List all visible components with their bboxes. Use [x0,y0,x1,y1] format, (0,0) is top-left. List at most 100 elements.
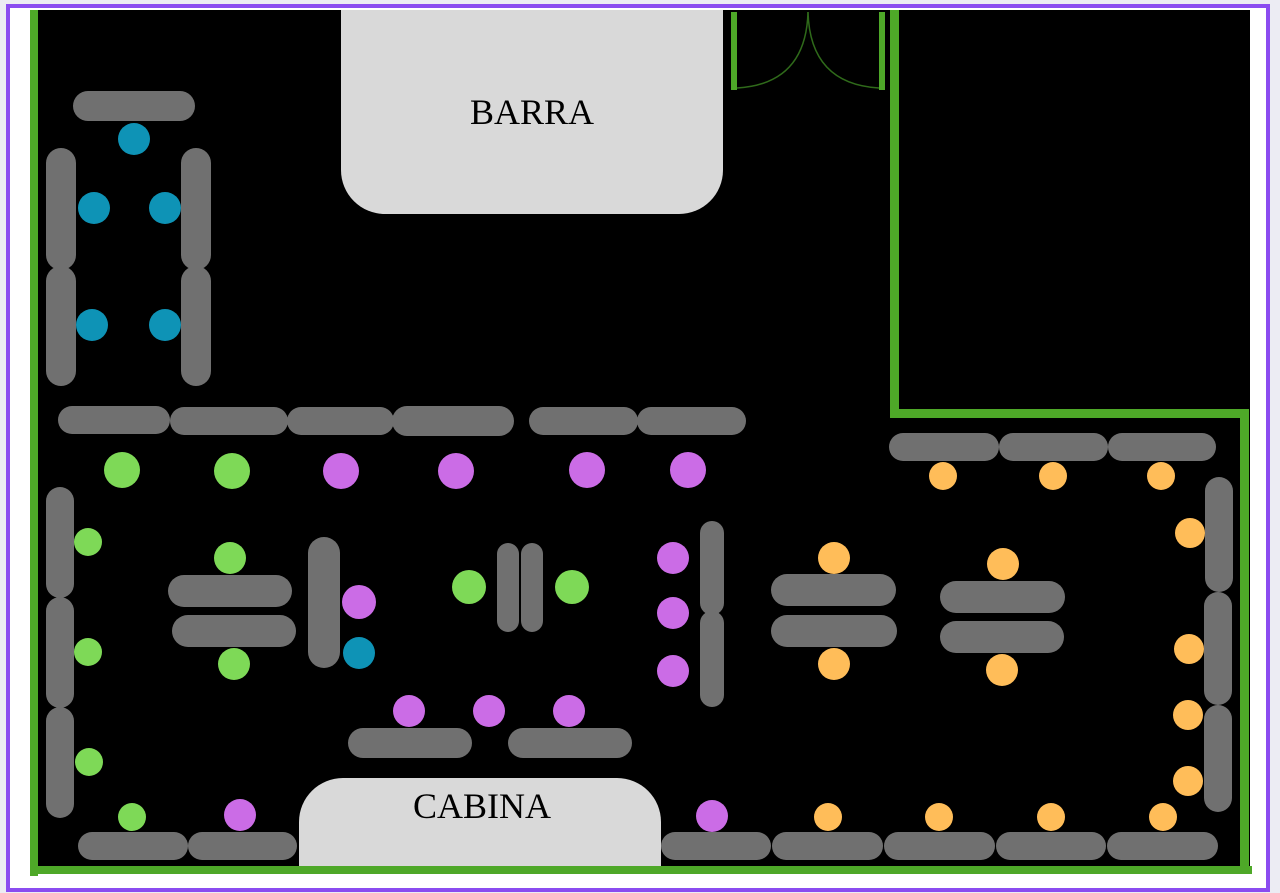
table-horizontal [392,406,514,436]
seat-orange [818,648,850,680]
table-horizontal [999,433,1108,461]
seat-green [555,570,589,604]
seat-blue [76,309,108,341]
table-horizontal [772,832,883,860]
seat-orange [1037,803,1065,831]
table-horizontal [172,615,296,647]
seat-orange [1174,634,1204,664]
table-horizontal [940,621,1064,653]
door-jamb-right [879,12,885,90]
seat-green [118,803,146,831]
seat-purple [224,799,256,831]
seat-orange [1173,766,1203,796]
table-vertical [497,543,519,632]
seat-blue [343,637,375,669]
table-horizontal [508,728,632,758]
seat-green [74,638,102,666]
table-vertical [46,707,74,818]
table-horizontal [996,832,1106,860]
table-horizontal [78,832,188,860]
seat-green [75,748,103,776]
table-vertical [181,148,211,270]
table-horizontal [73,91,195,121]
seat-green [104,452,140,488]
table-vertical [1204,592,1232,705]
seat-purple [670,452,706,488]
wall-right [1240,410,1249,874]
booth-label: CABINA [413,786,551,826]
seats [74,123,1205,832]
door-jamb-left [731,12,737,90]
seat-purple [657,542,689,574]
seat-green [214,542,246,574]
table-vertical [46,148,76,270]
table-vertical [1204,705,1232,812]
table-horizontal [168,575,292,607]
dj-booth: CABINA [299,778,661,866]
table-horizontal [348,728,472,758]
table-horizontal [771,615,897,647]
table-horizontal [771,574,896,606]
table-horizontal [170,407,288,435]
wall-side-room-horizontal [890,409,1249,418]
table-horizontal [1107,832,1218,860]
seat-purple [438,453,474,489]
dj-booth-shape [299,778,661,866]
seat-blue [118,123,150,155]
table-horizontal [637,407,746,435]
table-vertical [46,597,74,708]
table-horizontal [529,407,638,435]
table-horizontal [661,832,771,860]
seat-orange [1173,700,1203,730]
seat-green [74,528,102,556]
wall-left [30,10,38,876]
table-vertical [308,537,340,668]
table-vertical [700,611,724,707]
seat-orange [925,803,953,831]
seat-orange [929,462,957,490]
bar-label: BARRA [470,92,594,132]
tables [46,91,1233,860]
table-vertical [46,487,74,598]
door-swing-right [807,11,880,89]
seat-purple [473,695,505,727]
seat-orange [814,803,842,831]
table-horizontal [1108,433,1216,461]
table-vertical [46,266,76,386]
table-horizontal [188,832,297,860]
seat-blue [149,192,181,224]
table-vertical [181,266,211,386]
seat-orange [987,548,1019,580]
seat-orange [1149,803,1177,831]
seat-blue [78,192,110,224]
table-horizontal [58,406,170,434]
seat-blue [149,309,181,341]
seat-purple [657,597,689,629]
walls [30,10,1252,876]
seat-orange [818,542,850,574]
wall-side-room-vertical [890,10,899,417]
table-vertical [1205,477,1233,592]
seat-purple [342,585,376,619]
table-horizontal [287,407,394,435]
seat-purple [553,695,585,727]
seat-orange [986,654,1018,686]
seat-purple [657,655,689,687]
wall-bottom [30,866,1252,874]
table-vertical [521,543,543,632]
seat-purple [323,453,359,489]
seat-green [214,453,250,489]
seat-green [452,570,486,604]
seat-orange [1175,518,1205,548]
seat-purple [696,800,728,832]
seat-orange [1039,462,1067,490]
table-horizontal [940,581,1065,613]
seat-orange [1147,462,1175,490]
table-horizontal [884,832,995,860]
bar-counter: BARRA [341,10,723,214]
door-swing-left [736,11,809,89]
entrance-double-door [731,11,885,90]
bar-counter-shape [341,10,723,214]
table-vertical [700,521,724,615]
